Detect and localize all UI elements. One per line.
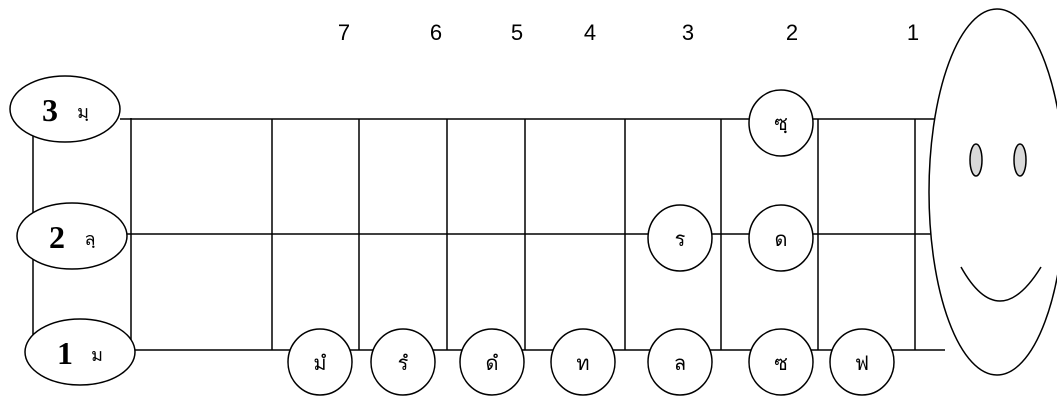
note-label: รํ xyxy=(398,351,409,375)
note-label: ล xyxy=(674,351,686,375)
note-label: ท xyxy=(576,351,589,375)
string-label-3: 3 มฺ xyxy=(10,76,120,142)
fret-number-5: 5 xyxy=(511,20,523,45)
note-label: ฟ xyxy=(855,351,869,375)
note-label: ซฺ xyxy=(774,111,788,135)
note-circle: ล xyxy=(648,329,712,395)
fret-number-6: 6 xyxy=(430,20,442,45)
fret-number-1: 1 xyxy=(907,20,919,45)
note-circle: ซฺ xyxy=(749,90,813,156)
string-number-3: 3 xyxy=(42,92,58,128)
fret-number-3: 3 xyxy=(682,20,694,45)
note-circle: มํ xyxy=(288,329,352,395)
note-circle: ท xyxy=(551,329,615,395)
string-name-1: ม xyxy=(91,345,103,366)
note-circle: ฟ xyxy=(830,329,894,395)
string-name-2: ลฺ xyxy=(84,229,95,250)
fret-number-4: 4 xyxy=(584,20,596,45)
smiley-face-icon xyxy=(929,9,1057,375)
string-label-2: 2 ลฺ xyxy=(17,203,127,269)
string-number-1: 1 xyxy=(57,335,73,371)
string-label-1: 1 ม xyxy=(25,319,135,385)
fret-number-7: 7 xyxy=(338,20,350,45)
note-circle: รํ xyxy=(371,329,435,395)
note-label: ดํ xyxy=(486,351,499,375)
string-name-3: มฺ xyxy=(77,102,89,123)
string-number-2: 2 xyxy=(49,219,65,255)
note-circle: ร xyxy=(648,205,712,271)
note-circle: ดํ xyxy=(460,329,524,395)
note-label: มํ xyxy=(313,351,326,375)
fret-number-2: 2 xyxy=(786,20,798,45)
note-label: ด xyxy=(775,227,788,251)
note-label: ซ xyxy=(774,351,788,375)
note-circle: ซ xyxy=(749,329,813,395)
note-label: ร xyxy=(675,227,686,251)
note-circle: ด xyxy=(749,205,813,271)
